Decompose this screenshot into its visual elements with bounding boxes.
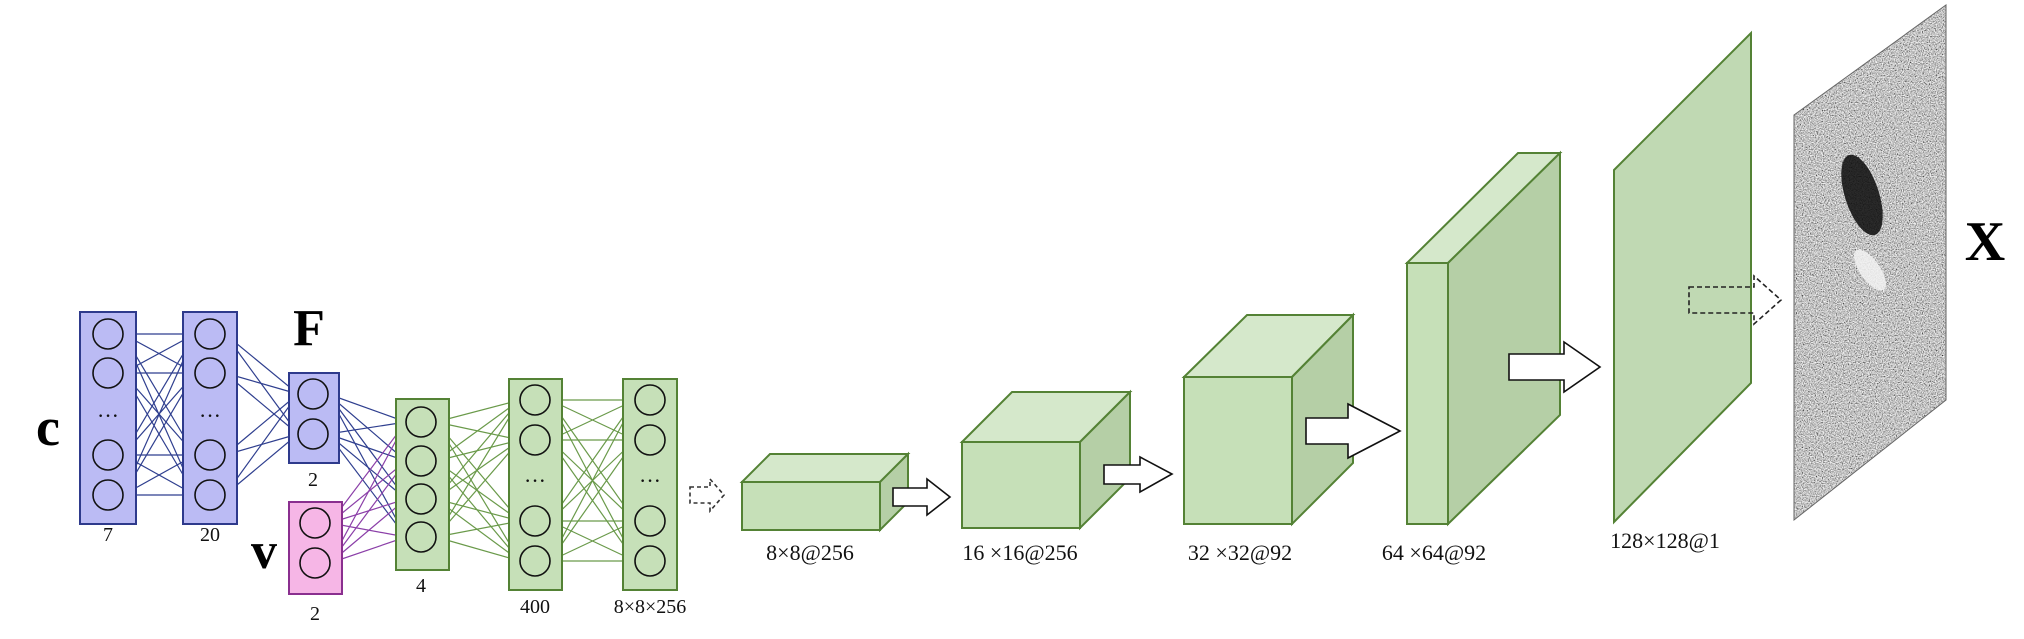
- neuron-l8-2: [634, 505, 666, 537]
- neuron-l400-2: [519, 505, 551, 537]
- neuron-l20-3: [194, 479, 226, 511]
- block-label-4: 64 ×64@92: [1382, 540, 1486, 565]
- neuron-l4-1: [405, 445, 437, 477]
- neuron-l8-3: [634, 545, 666, 577]
- arrow-3: [1305, 402, 1402, 460]
- edges-blue-3-line-4: [327, 421, 407, 435]
- conv-block-4: [1404, 150, 1563, 527]
- block-label-2: 16 ×16@256: [962, 540, 1077, 565]
- dots-layer-400: ···: [524, 468, 546, 493]
- arrow-2: [1103, 455, 1174, 494]
- block-label-5: 128×128@1: [1610, 528, 1720, 553]
- layer-400-box: [508, 378, 563, 591]
- conv-block-1: [739, 451, 911, 533]
- edges-green-2-line-8: [549, 399, 636, 522]
- edges-blue-3-line-2: [327, 393, 407, 500]
- neuron-c-0: [92, 318, 124, 350]
- neuron-l20-2: [194, 439, 226, 471]
- edges-blue-3-line-3: [327, 393, 407, 538]
- size-label-4: 4: [416, 575, 426, 597]
- arrow-4: [1508, 340, 1602, 394]
- neuron-c-2: [92, 439, 124, 471]
- layer-20-box: [182, 311, 238, 525]
- neuron-nodes: [92, 318, 666, 579]
- neuron-l20-1: [194, 357, 226, 389]
- neuron-l4-3: [405, 521, 437, 553]
- neuron-l8-1: [634, 424, 666, 456]
- conv-block-2: [959, 389, 1133, 531]
- size-label-8x8x256: 8×8×256: [614, 596, 687, 618]
- reshape-arrow: [689, 476, 726, 514]
- edges-blue-3-line-6: [327, 433, 407, 500]
- edges-green-2-line-12: [549, 399, 636, 562]
- neuron-l400-0: [519, 384, 551, 416]
- size-label-v: 2: [310, 603, 320, 625]
- layer-c-box: [79, 311, 137, 525]
- neuron-f-1: [297, 418, 329, 450]
- neuron-l20-0: [194, 318, 226, 350]
- dots-layer-c: ···: [97, 403, 119, 428]
- neuron-l400-3: [519, 545, 551, 577]
- generated-image-border: [1793, 4, 1947, 522]
- size-label-400: 400: [520, 596, 550, 618]
- size-label-f: 2: [308, 469, 318, 491]
- edges-blue-3-line-5: [327, 433, 407, 462]
- label-v: v: [251, 523, 277, 580]
- size-label-7: 7: [103, 524, 113, 546]
- edges-blue-3-line-7: [327, 433, 407, 538]
- neuron-l8-0: [634, 384, 666, 416]
- block-label-1: 8×8@256: [766, 540, 854, 565]
- neuron-l4-0: [405, 406, 437, 438]
- label-x: X: [1965, 211, 2005, 273]
- neuron-c-1: [92, 357, 124, 389]
- neuron-v-0: [299, 507, 331, 539]
- neuron-l400-1: [519, 424, 551, 456]
- arrow-1: [892, 477, 952, 517]
- edges-green-2-line-14: [549, 520, 636, 562]
- dots-layer-8x8x256: ···: [639, 468, 661, 493]
- edges-400-to-8x8x256: [549, 399, 636, 562]
- edges-blue-3-line-0: [327, 393, 407, 423]
- layer-8x8x256-box: [622, 378, 678, 591]
- neuron-c-3: [92, 479, 124, 511]
- neuron-l4-2: [405, 483, 437, 515]
- layer-f-box: [288, 372, 340, 464]
- generated-image-x: [1794, 5, 1946, 520]
- dots-layer-20: ···: [199, 403, 221, 428]
- label-c: c: [36, 397, 60, 457]
- output-arrow-dashed: [1688, 274, 1783, 326]
- size-label-20: 20: [200, 524, 220, 546]
- edges-f-to-4: [327, 393, 407, 538]
- edges-green-2-line-4: [549, 399, 636, 441]
- block-label-3: 32 ×32@92: [1188, 540, 1292, 565]
- label-f: F: [293, 300, 325, 357]
- edges-green-2-line-13: [549, 439, 636, 562]
- neuron-v-1: [299, 547, 331, 579]
- neuron-f-0: [297, 378, 329, 410]
- output-plane: [1613, 30, 1752, 525]
